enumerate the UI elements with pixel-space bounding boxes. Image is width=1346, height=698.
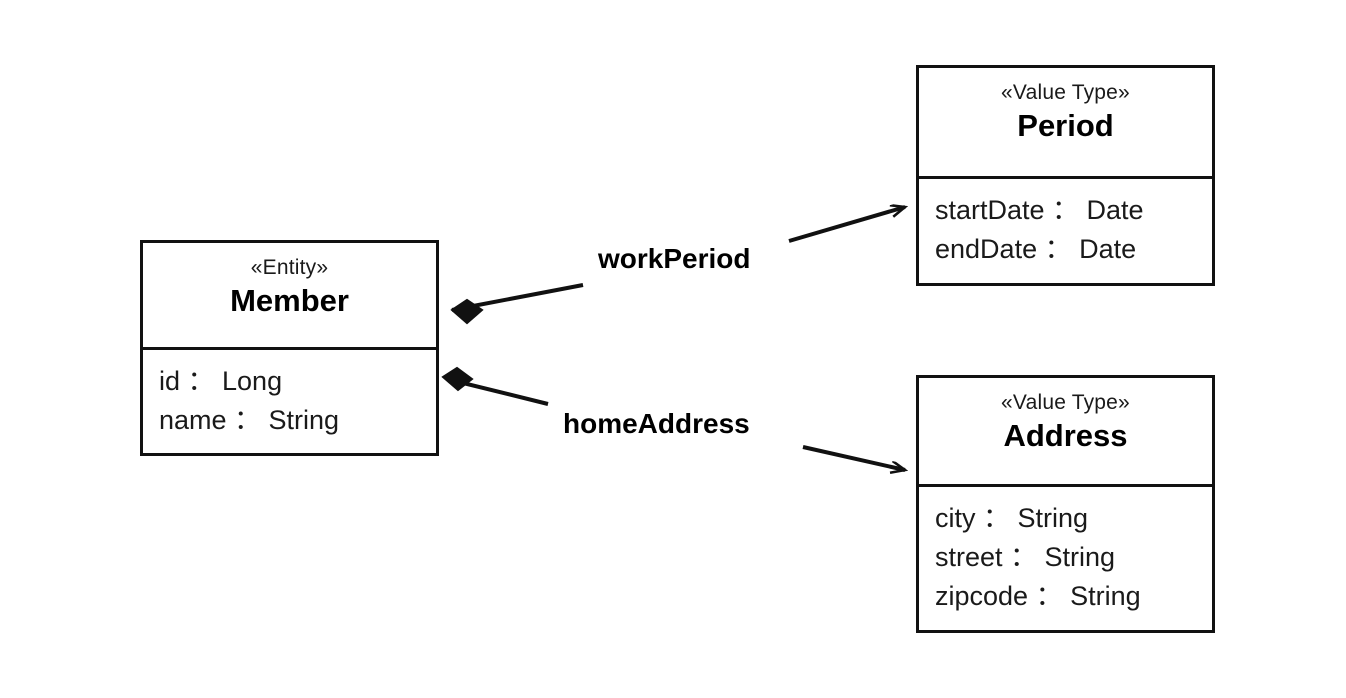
association-line-home-address-right xyxy=(802,445,905,470)
attribute-row: endDate ： Date xyxy=(935,233,1137,264)
association-label-home-address: homeAddress xyxy=(563,408,750,439)
attribute-row: city ： String xyxy=(935,503,1089,533)
class-name-period: Period xyxy=(1017,107,1114,143)
attribute-row: startDate ： Date xyxy=(935,195,1144,225)
association-label-work-period: workPeriod xyxy=(598,243,751,274)
class-header-address: «Value Type» Address xyxy=(919,378,1212,487)
composition-diamond-work-period xyxy=(450,298,484,325)
class-header-period: «Value Type» Period xyxy=(919,68,1212,179)
composition-diamond-home-address xyxy=(441,366,474,392)
class-name-address: Address xyxy=(1003,417,1128,453)
uml-class-period[interactable]: «Value Type» Period startDate ： Date end… xyxy=(916,65,1215,286)
attribute-row: id ： Long xyxy=(159,366,283,396)
class-name-member: Member xyxy=(230,282,349,318)
association-home-address xyxy=(441,366,905,470)
class-stereotype-address: «Value Type» xyxy=(1001,391,1130,414)
attribute-row: name ： String xyxy=(159,404,340,435)
association-line-work-period-right xyxy=(788,207,905,243)
class-stereotype-member: «Entity» xyxy=(250,256,329,279)
attribute-row: zipcode ： String xyxy=(935,580,1141,611)
attribute-row: street ： String xyxy=(935,541,1116,572)
uml-class-address[interactable]: «Value Type» Address city ： String stree… xyxy=(916,375,1215,633)
class-attributes-address: city ： String street ： String zipcode ： … xyxy=(919,487,1212,626)
association-line-home-address-left xyxy=(454,379,549,406)
class-header-member: «Entity» Member xyxy=(143,243,436,350)
class-attributes-period: startDate ： Date endDate ： Date xyxy=(919,179,1212,279)
uml-class-member[interactable]: «Entity» Member id ： Long name ： String xyxy=(140,240,439,456)
class-attributes-member: id ： Long name ： String xyxy=(143,350,436,450)
class-stereotype-period: «Value Type» xyxy=(1001,81,1130,104)
association-work-period xyxy=(450,207,905,325)
